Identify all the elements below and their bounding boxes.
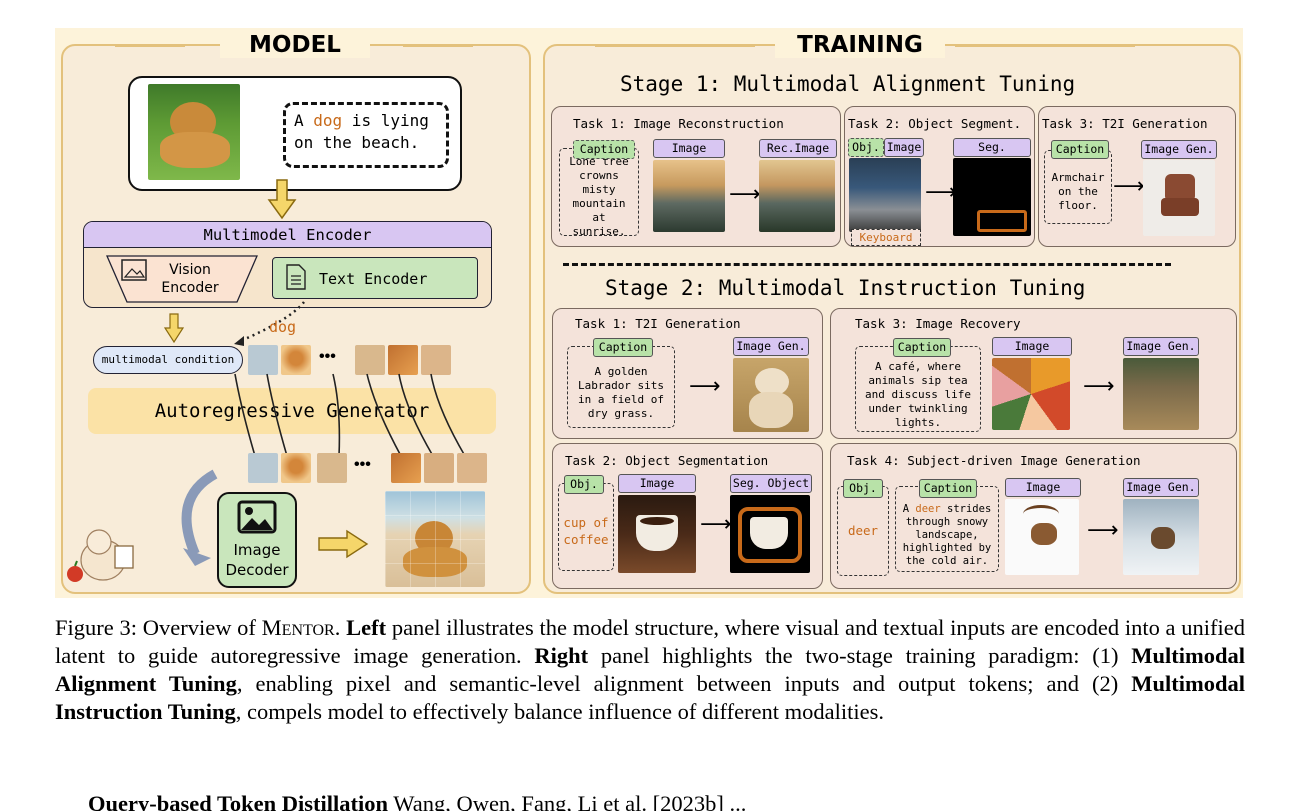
- caption-tag: Caption: [573, 140, 635, 159]
- obj-tag: Obj.: [564, 475, 604, 494]
- s2-task1-caption: A golden Labrador sits in a field of dry…: [567, 346, 675, 428]
- s2-task4-caption: A deer strides through snowy landscape, …: [895, 486, 999, 572]
- text-encoder-label: Text Encoder: [319, 270, 428, 288]
- stage1-title: Stage 1: Multimodal Alignment Tuning: [620, 72, 1076, 96]
- encoder-title: Multimodel Encoder: [84, 222, 491, 248]
- generated-dog-image: [385, 491, 485, 587]
- token: [355, 345, 385, 375]
- image-tag: Image: [653, 139, 725, 158]
- arrow: ⟶: [1113, 174, 1145, 199]
- obj-tag: Obj.: [843, 479, 883, 498]
- image-tag: Image: [884, 138, 924, 157]
- arrow: ⟶: [925, 180, 957, 205]
- ellipsis: •••: [354, 456, 371, 473]
- caption-tag: Caption: [919, 479, 977, 498]
- cafe-image: [1123, 358, 1199, 430]
- token: [391, 453, 421, 483]
- s1-task1-caption: Lone tree crowns misty mountain at sunri…: [559, 148, 639, 238]
- s2-task3-caption: A café, where animals sip tea and discus…: [855, 346, 981, 432]
- s1-task3-title: Task 3: T2I Generation: [1042, 116, 1208, 131]
- token: [281, 345, 311, 375]
- dog-photo: [148, 84, 240, 180]
- model-title: MODEL: [220, 32, 370, 58]
- reconstructed-image: [759, 160, 835, 232]
- mountain-image: [653, 160, 725, 232]
- multimodal-condition: multimodal condition: [93, 346, 243, 374]
- token: [248, 453, 278, 483]
- deer-image: [1005, 499, 1079, 575]
- obj-tag: Obj.: [848, 138, 884, 157]
- image-gen-tag: Image Gen.: [733, 337, 809, 356]
- autoregressive-generator: Autoregressive Generator: [88, 388, 496, 434]
- stage2-title: Stage 2: Multimodal Instruction Tuning: [605, 276, 1086, 300]
- down-arrow-icon: [267, 179, 297, 220]
- alpaca-mascot-icon: [67, 529, 134, 582]
- arrow: ⟶: [729, 182, 761, 207]
- s1-task3-caption: Armchair on the floor.: [1044, 150, 1112, 224]
- coffee-image: [618, 495, 696, 573]
- token: [248, 345, 278, 375]
- keyboard-label: Keyboard: [851, 229, 921, 246]
- seg-object-tag: Seg. Object: [953, 138, 1031, 171]
- vision-encoder-box: [106, 255, 258, 303]
- image-decoder: [217, 492, 297, 588]
- token: [317, 453, 347, 483]
- image-icon: [121, 259, 147, 281]
- arrow: ⟶: [1083, 374, 1115, 399]
- seg-coffee-image: [730, 495, 810, 573]
- s2-task2-title: Task 2: Object Segmentation: [565, 453, 769, 468]
- ellipsis: •••: [319, 348, 336, 365]
- token: [457, 453, 487, 483]
- image-tag: Image: [1005, 478, 1081, 497]
- recovery-input-image: [992, 358, 1070, 430]
- desk-image: [849, 158, 921, 232]
- token: [424, 453, 454, 483]
- image-gen-tag: Image Gen.: [1123, 337, 1199, 356]
- rec-image-tag: Rec.Image: [759, 139, 837, 158]
- dog-highlight: dog: [313, 111, 343, 130]
- s2-task4-obj: deer: [837, 486, 889, 576]
- image-tag: Image: [618, 474, 696, 493]
- s1-task2-title: Task 2: Object Segment.: [848, 116, 1022, 131]
- caption-tag: Caption: [893, 338, 951, 357]
- text-encoder-box: [272, 257, 478, 299]
- training-title: TRAINING: [775, 32, 945, 58]
- right-arrow-icon: [318, 529, 369, 559]
- armchair-image: [1143, 160, 1215, 236]
- s2-task1-title: Task 1: T2I Generation: [575, 316, 741, 331]
- curved-arrow: [181, 469, 218, 566]
- s1-task1-title: Task 1: Image Reconstruction: [573, 116, 784, 131]
- caption-tag: Caption: [1051, 140, 1109, 159]
- snowy-deer-image: [1123, 499, 1199, 575]
- small-down-arrow-icon: [163, 313, 185, 344]
- token: [281, 453, 311, 483]
- dog-word: dog: [269, 318, 297, 336]
- image-gen-tag: Image Gen.: [1123, 478, 1199, 497]
- vision-encoder-label: Vision Encoder: [161, 262, 219, 296]
- image-gen-tag: Image Gen.: [1141, 140, 1217, 159]
- arrow: ⟶: [1087, 518, 1119, 543]
- landscape-icon: [237, 500, 277, 534]
- figure: MODEL A dog is lying on the beach. Multi…: [55, 28, 1243, 598]
- arrow: ⟶: [700, 512, 732, 537]
- s2-task3-title: Task 3: Image Recovery: [855, 316, 1021, 331]
- caption-tag: Caption: [593, 338, 653, 357]
- image-tag: Image: [992, 337, 1072, 356]
- stage-divider: [563, 263, 1171, 266]
- seg-keyboard-image: [953, 158, 1031, 236]
- input-caption: A dog is lying on the beach.: [283, 102, 449, 168]
- next-paragraph: Query-based Token Distillation Wang, Qwe…: [88, 791, 747, 811]
- s2-task4-title: Task 4: Subject-driven Image Generation: [847, 453, 1141, 468]
- labrador-image: [733, 358, 809, 432]
- seg-object-tag: Seg. Object: [730, 474, 812, 493]
- token: [421, 345, 451, 375]
- deer-highlight: deer: [915, 502, 941, 515]
- image-decoder-label: Image Decoder: [225, 541, 289, 579]
- token: [388, 345, 418, 375]
- document-icon: [286, 264, 306, 290]
- arrow: ⟶: [689, 374, 721, 399]
- s2-task2-obj: cup of coffee: [558, 483, 614, 571]
- dotted-arrow: [234, 301, 305, 346]
- figure-caption: Figure 3: Overview of Mentor. Left panel…: [55, 615, 1246, 724]
